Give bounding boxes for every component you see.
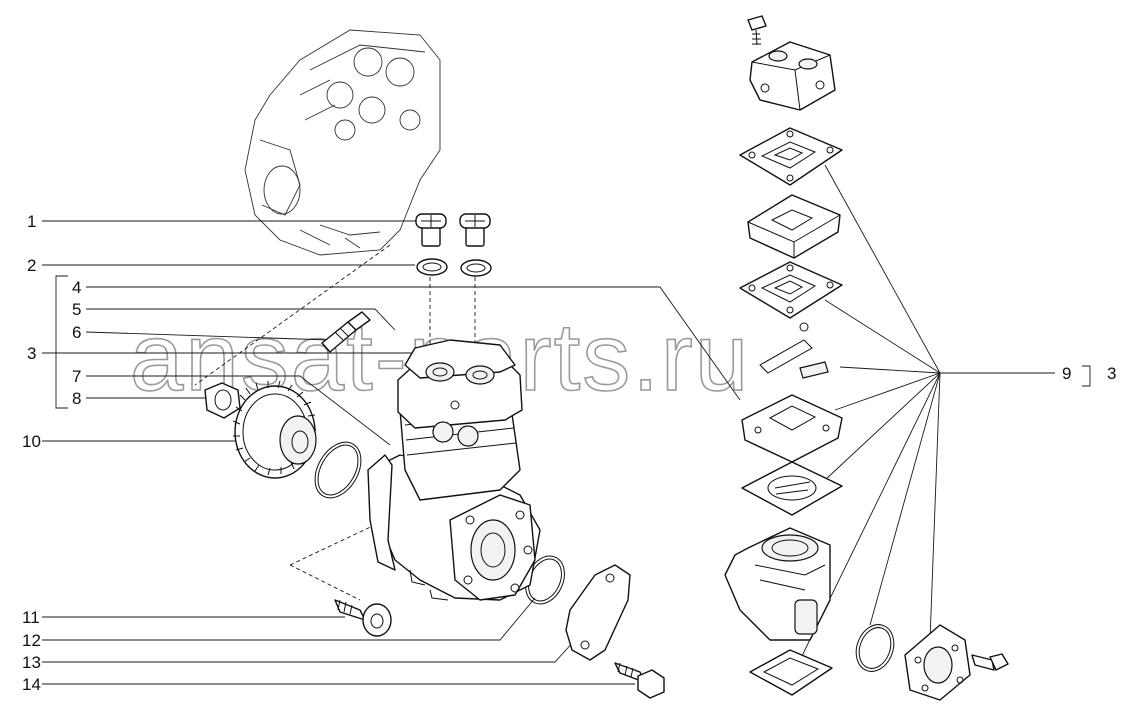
head-bolt-right	[747, 15, 767, 46]
callout-8: 8	[72, 389, 81, 408]
intake-plate-right	[741, 394, 843, 463]
callout-6: 6	[72, 323, 81, 342]
callout-3: 3	[27, 344, 36, 363]
callout-9-bracket	[1082, 365, 1091, 387]
air-compressor-body	[367, 339, 541, 601]
cylinder-right	[724, 527, 831, 641]
cylinder-head-right	[749, 41, 836, 111]
bolt-part-11	[334, 599, 392, 637]
cover-plate-part-13	[565, 564, 631, 661]
callout-labels: 1 2 4 5 6 3 7 8 10 11 12 13 14 9 3	[22, 212, 1116, 694]
callout-1: 1	[27, 212, 36, 231]
bolt-part-14	[614, 662, 665, 699]
callout-11: 11	[22, 608, 40, 627]
oring-part-7	[314, 441, 362, 499]
callout-10: 10	[22, 432, 41, 451]
bolt-right	[971, 653, 1009, 671]
callout-13: 13	[22, 653, 41, 672]
nut-part-8	[204, 382, 241, 419]
fitting-part-6	[321, 311, 371, 353]
flange-right	[904, 624, 971, 701]
callout-4: 4	[72, 278, 81, 297]
callout-14: 14	[22, 675, 41, 694]
valve-plate-right	[747, 194, 841, 259]
gear-part-10	[232, 380, 317, 479]
washer-part-2	[416, 258, 492, 277]
oring-right	[855, 624, 895, 672]
callout-12: 12	[22, 631, 41, 650]
callout-2: 2	[27, 256, 36, 275]
reed-valve-right	[759, 322, 829, 379]
engine-block-outline	[244, 29, 441, 256]
gasket-2-right	[739, 261, 843, 319]
plug-part-1	[415, 213, 491, 247]
callout-7: 7	[72, 367, 81, 386]
callout-9: 9	[1062, 364, 1071, 383]
callout-9-ref-3: 3	[1107, 364, 1116, 383]
gasket-3-right	[741, 461, 843, 516]
callout-5: 5	[72, 300, 81, 319]
leader-lines	[42, 164, 1055, 685]
gasket-1-right	[739, 127, 843, 186]
bottom-gasket-right	[749, 649, 833, 696]
